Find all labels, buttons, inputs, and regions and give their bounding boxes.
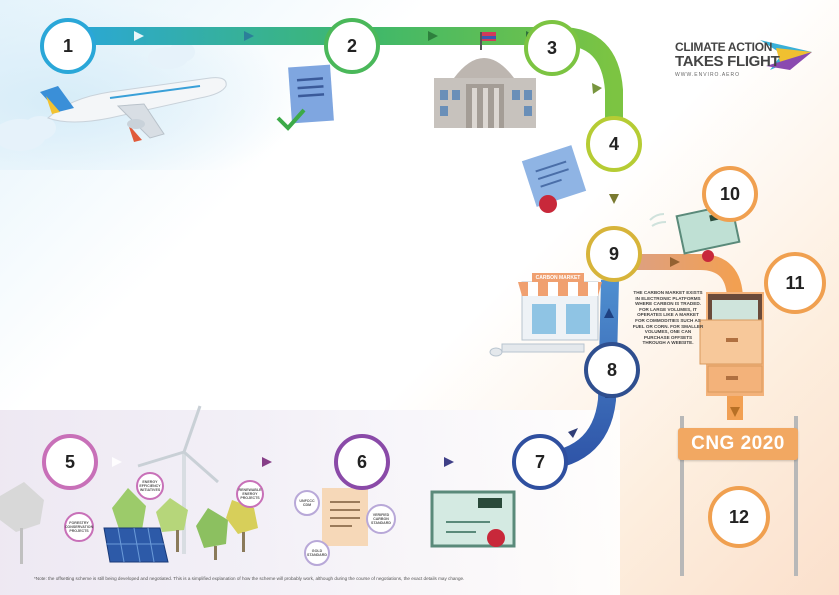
- step-2-label: 2: [347, 36, 357, 57]
- airplane-icon: [40, 78, 226, 142]
- step-1-circle: 1: [40, 18, 96, 74]
- step-7-label: 7: [535, 452, 545, 473]
- footnote: *Note: the offsetting scheme is still be…: [34, 576, 464, 581]
- step-11-circle: 11: [764, 252, 826, 314]
- solar-panel-icon: [104, 528, 168, 562]
- step-4-label: 4: [609, 134, 619, 155]
- step-6-circle: 6: [334, 434, 390, 490]
- store-sign: CARBON MARKET: [532, 273, 584, 282]
- filing-cabinet-icon: [700, 292, 764, 396]
- logo-line-2: TAKES FLIGHT: [675, 53, 779, 70]
- step-8-label: 8: [607, 360, 617, 381]
- step-12-circle: 12: [708, 486, 770, 548]
- step-7-circle: 7: [512, 434, 568, 490]
- verified-certificate-icon: [432, 492, 514, 547]
- step-9-label: 9: [609, 244, 619, 265]
- step-3-label: 3: [547, 38, 557, 59]
- step-5-label: 5: [65, 452, 75, 473]
- step-8-circle: 8: [584, 342, 640, 398]
- step-5-circle: 5: [42, 434, 98, 490]
- document-icon: [322, 488, 368, 546]
- label-gold: GOLD STANDARD: [304, 540, 330, 566]
- step-6-label: 6: [357, 452, 367, 473]
- label-forestry: FORESTRY CONSERVATION PROJECTS: [64, 512, 94, 542]
- step-10-circle: 10: [702, 166, 758, 222]
- document-check-icon: [278, 65, 334, 128]
- step-2-circle: 2: [324, 18, 380, 74]
- cng-2020-sign: CNG 2020: [678, 428, 798, 460]
- label-renewable: RENEWABLE ENERGY PROJECTS: [236, 480, 264, 508]
- market-description: THE CARBON MARKET EXISTS IN ELECTRONIC P…: [632, 290, 704, 346]
- label-energy-efficiency: ENERGY EFFICIENCY INITIATIVES: [136, 472, 164, 500]
- logo: CLIMATE ACTION TAKES FLIGHT WWW.ENVIRO.A…: [675, 40, 779, 78]
- logo-url: WWW.ENVIRO.AERO: [675, 72, 779, 78]
- step-1-label: 1: [63, 36, 73, 57]
- lowpoly-tree-icon: [0, 482, 44, 564]
- step-9-circle: 9: [586, 226, 642, 282]
- government-building-icon: [434, 32, 536, 128]
- step-3-circle: 3: [524, 20, 580, 76]
- label-unfccc: UNFCCC CDM: [294, 490, 320, 516]
- step-11-label: 11: [785, 273, 804, 294]
- step-4-circle: 4: [586, 116, 642, 172]
- step-12-label: 12: [729, 507, 749, 528]
- certificate-seal-icon: [522, 145, 586, 213]
- logo-line-1: CLIMATE ACTION: [675, 40, 779, 54]
- label-verified: VERIFIED CARBON STANDARD: [366, 504, 396, 534]
- carbon-market-store-icon: [490, 282, 602, 356]
- step-10-label: 10: [720, 184, 740, 205]
